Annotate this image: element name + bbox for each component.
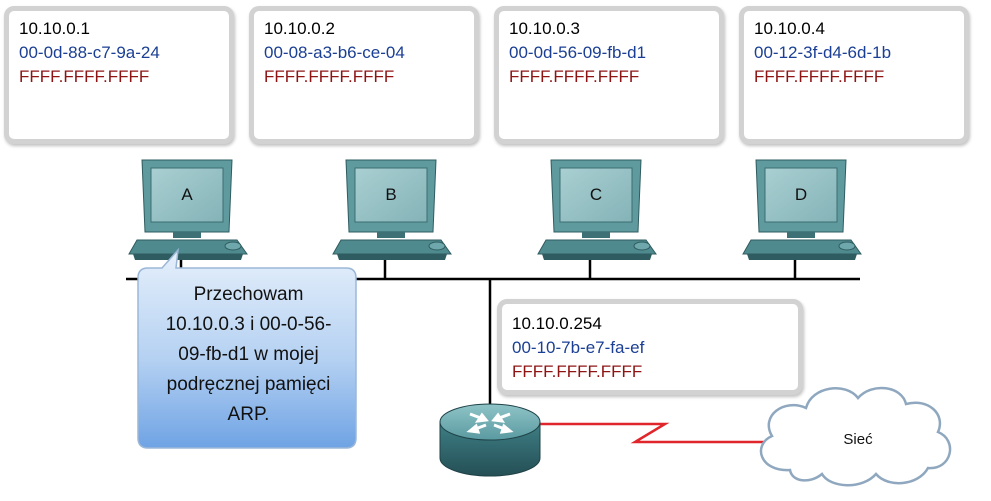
host-c-ip: 10.10.0.3 <box>509 19 580 38</box>
host-a-info-box: 10.10.0.1 00-0d-88-c7-9a-24 FFFF.FFFF.FF… <box>4 6 234 144</box>
host-c-mac: 00-0d-56-09-fb-d1 <box>509 43 647 62</box>
callout-line-1: Przechowam <box>193 284 304 305</box>
host-d-mac: 00-12-3f-d4-6d-1b <box>754 43 892 62</box>
callout-line-3: 09-fb-d1 w mojej <box>178 344 319 365</box>
host-b-ip: 10.10.0.2 <box>264 19 335 38</box>
host-d-ip: 10.10.0.4 <box>754 19 825 38</box>
host-a-mac: 00-0d-88-c7-9a-24 <box>19 43 160 62</box>
host-b-broadcast: FFFF.FFFF.FFFF <box>264 67 395 86</box>
pc-c-label: C <box>590 185 602 204</box>
pc-b-icon: B <box>332 159 452 260</box>
callout-line-2: 10.10.0.3 i 00-0-56- <box>165 314 332 335</box>
router-info-box: 10.10.0.254 00-10-7b-e7-fa-ef FFFF.FFFF.… <box>497 299 803 395</box>
pc-c-icon: C <box>537 159 657 260</box>
host-d-broadcast: FFFF.FFFF.FFFF <box>754 67 885 86</box>
pc-d-label: D <box>795 185 807 204</box>
arp-callout-text: Przechowam 10.10.0.3 i 00-0-56- 09-fb-d1… <box>141 280 356 430</box>
callout-line-5: ARP. <box>227 404 270 425</box>
pc-b-label: B <box>385 185 396 204</box>
pc-a-label: A <box>181 185 193 204</box>
arp-callout-bubble <box>137 247 357 449</box>
router-ip: 10.10.0.254 <box>512 314 602 333</box>
cloud-label: Sieć <box>843 431 873 448</box>
router-mac: 00-10-7b-e7-fa-ef <box>512 338 645 357</box>
host-c-broadcast: FFFF.FFFF.FFFF <box>509 67 640 86</box>
wan-link-line <box>540 422 770 444</box>
host-b-mac: 00-08-a3-b6-ce-04 <box>264 43 405 62</box>
host-c-info-box: 10.10.0.3 00-0d-56-09-fb-d1 FFFF.FFFF.FF… <box>494 6 724 144</box>
host-a-broadcast: FFFF.FFFF.FFFF <box>19 67 150 86</box>
router-broadcast: FFFF.FFFF.FFFF <box>512 362 643 381</box>
network-cloud-icon: Sieć <box>759 386 952 487</box>
router-icon <box>439 403 541 477</box>
host-d-info-box: 10.10.0.4 00-12-3f-d4-6d-1b FFFF.FFFF.FF… <box>739 6 969 144</box>
host-a-ip: 10.10.0.1 <box>19 19 90 38</box>
callout-line-4: podręcznej pamięci <box>166 374 331 395</box>
pc-d-icon: D <box>742 159 862 260</box>
host-b-info-box: 10.10.0.2 00-08-a3-b6-ce-04 FFFF.FFFF.FF… <box>249 6 479 144</box>
pc-a-icon: A <box>128 159 248 260</box>
